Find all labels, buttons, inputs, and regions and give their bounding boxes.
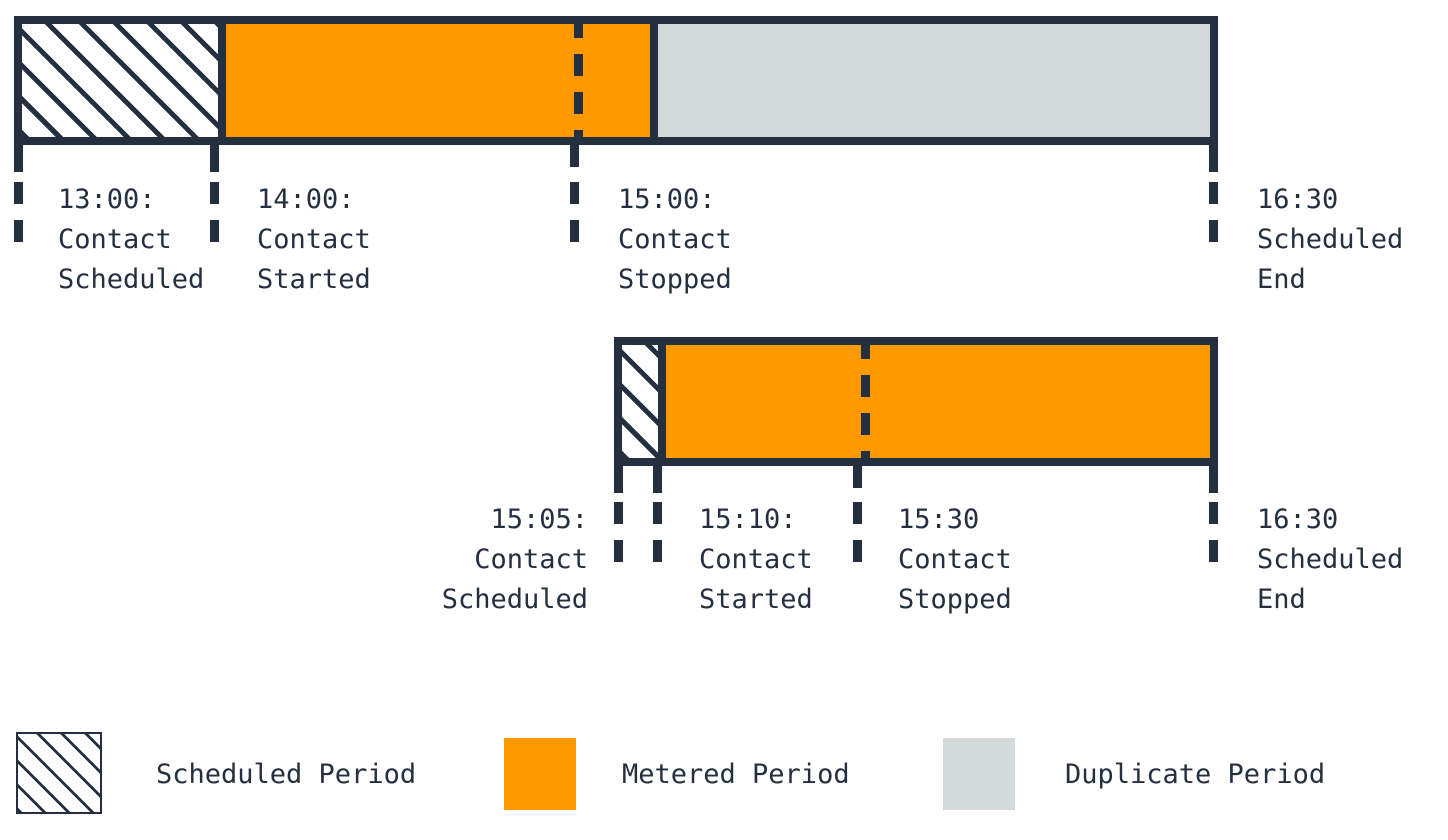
marker-line1-16-30-dup: Scheduled (1257, 544, 1404, 575)
marker-line2-13-00: Scheduled (58, 264, 205, 295)
legend-item-duplicate: Duplicate Period (943, 718, 1423, 828)
tick-stem-14-00 (210, 145, 219, 172)
marker-line1-15-00: Contact (618, 224, 732, 255)
marker-line1-14-00: Contact (257, 224, 371, 255)
marker-time-16-30: 16:30 (1257, 184, 1339, 215)
segment-duplicate-period (650, 24, 1210, 137)
tick-marker-15-05 (614, 502, 623, 564)
marker-time-13-00: 13:00: (58, 184, 156, 215)
marker-line2-15-05: Scheduled (441, 584, 588, 615)
contact-stopped-dash-marker-dup (861, 337, 870, 466)
legend-item-metered: Metered Period (504, 718, 944, 828)
marker-line1-15-10: Contact (699, 544, 813, 575)
tick-stem-16-30 (1209, 145, 1218, 172)
tick-marker-16-30 (1209, 182, 1218, 244)
marker-time-14-00: 14:00: (257, 184, 355, 215)
legend-swatch-scheduled-icon (16, 732, 102, 814)
marker-line2-15-30: Stopped (898, 584, 1012, 615)
legend: Scheduled Period Metered Period Duplicat… (0, 718, 1448, 828)
marker-line2-15-00: Stopped (618, 264, 732, 295)
contact-stopped-dash-marker (574, 16, 583, 145)
tick-stem-13-00 (14, 145, 23, 172)
marker-line1-16-30: Scheduled (1257, 224, 1404, 255)
tick-marker-16-30-dup (1209, 502, 1218, 564)
marker-time-15-00: 15:00: (618, 184, 716, 215)
legend-swatch-metered-icon (504, 738, 576, 810)
tick-marker-14-00 (210, 182, 219, 244)
segment-scheduled-period (22, 24, 218, 137)
segment-scheduled-period-dup (622, 345, 658, 458)
segment-metered-period-dup (658, 337, 1210, 466)
tick-marker-15-30 (853, 502, 862, 564)
marker-line2-14-00: Started (257, 264, 371, 295)
marker-time-15-10: 15:10: (699, 504, 797, 535)
marker-line1-15-30: Contact (898, 544, 1012, 575)
legend-label-duplicate: Duplicate Period (1065, 759, 1326, 790)
segment-metered-period (218, 16, 650, 145)
tick-stem-15-00 (570, 145, 579, 172)
marker-line2-16-30-dup: End (1257, 584, 1306, 615)
tick-stem-15-05 (614, 466, 623, 493)
marker-time-15-30: 15:30 (898, 504, 980, 535)
tick-marker-15-10 (653, 502, 662, 564)
marker-line1-13-00: Contact (58, 224, 172, 255)
timeline-bar-duplicate (614, 337, 1218, 466)
tick-stem-15-10 (653, 466, 662, 493)
legend-label-metered: Metered Period (622, 759, 850, 790)
marker-time-15-05: 15:05: (490, 504, 588, 535)
marker-line2-15-10: Started (699, 584, 813, 615)
marker-time-16-30-dup: 16:30 (1257, 504, 1339, 535)
legend-swatch-duplicate-icon (943, 738, 1015, 810)
marker-line2-16-30: End (1257, 264, 1306, 295)
marker-line1-15-05: Contact (474, 544, 588, 575)
timeline-bar-original (14, 16, 1218, 145)
tick-stem-15-30 (853, 466, 862, 493)
tick-marker-13-00 (14, 182, 23, 244)
tick-marker-15-00 (570, 182, 579, 244)
legend-item-scheduled: Scheduled Period (16, 718, 456, 828)
legend-label-scheduled: Scheduled Period (156, 759, 417, 790)
tick-stem-16-30-dup (1209, 466, 1218, 493)
